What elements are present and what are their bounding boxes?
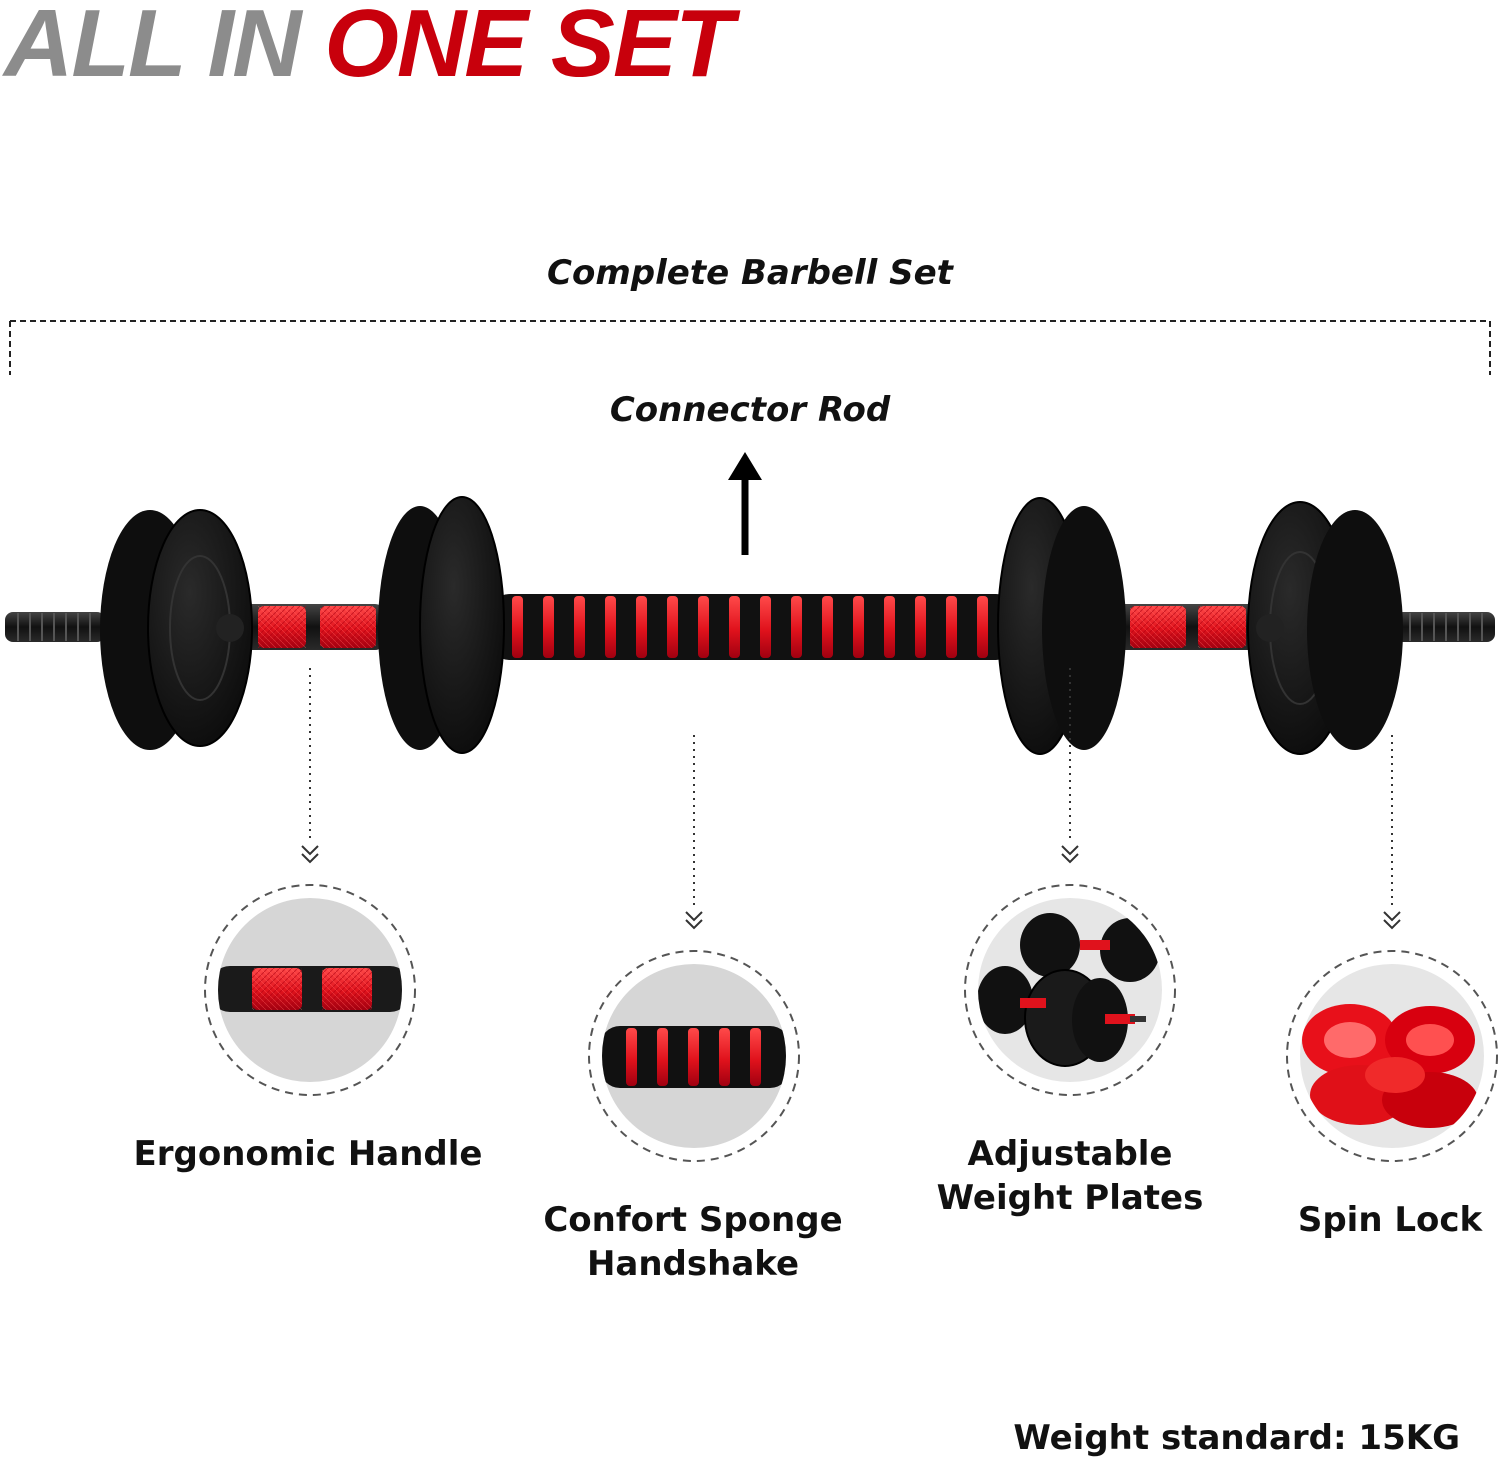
foam-band <box>884 596 895 658</box>
pointer-lines <box>309 668 1393 905</box>
connector-arrow-icon <box>728 452 762 555</box>
feature-label-line1: Confort Sponge <box>543 1200 843 1240</box>
foam-band <box>574 596 585 658</box>
feature-label-line2: Handshake <box>586 1244 800 1284</box>
feature-label-adjustable-plates: Adjustable Weight Plates <box>870 1132 1270 1220</box>
foam-band <box>688 1028 699 1086</box>
feature-label-line1: Ergonomic Handle <box>133 1134 483 1174</box>
foam-band <box>853 596 864 658</box>
headline-part-1: ALL IN <box>4 0 302 97</box>
foam-band <box>605 596 616 658</box>
foam-band <box>719 1028 730 1086</box>
weight-plates-icon <box>964 884 1176 1096</box>
foam-band <box>512 596 523 658</box>
connector-rod-label: Connector Rod <box>609 390 891 430</box>
complete-set-bracket <box>9 320 1491 375</box>
barbell <box>5 496 1495 755</box>
foam-band <box>977 596 988 658</box>
complete-set-label: Complete Barbell Set <box>547 253 953 293</box>
foam-band <box>822 596 833 658</box>
foam-band <box>667 596 678 658</box>
feature-label-spin-lock: Spin Lock <box>1240 1198 1500 1242</box>
headline-part-2: ONE SET <box>324 0 733 97</box>
foam-band <box>657 1028 668 1086</box>
feature-label-ergonomic-handle: Ergonomic Handle <box>108 1132 508 1176</box>
weight-standard-label: Weight standard: 15KG <box>1013 1418 1460 1458</box>
feature-label-line2: Weight Plates <box>936 1178 1204 1218</box>
foam-band <box>791 596 802 658</box>
feature-label-line1: Spin Lock <box>1297 1200 1483 1240</box>
foam-band <box>698 596 709 658</box>
foam-band <box>750 1028 761 1086</box>
foam-band <box>729 596 740 658</box>
foam-band <box>915 596 926 658</box>
foam-band <box>946 596 957 658</box>
feature-label-line1: Adjustable <box>967 1134 1173 1174</box>
sponge-grip-icon <box>588 950 800 1162</box>
ergonomic-handle-icon <box>204 884 416 1096</box>
headline: ALL IN ONE SET <box>4 0 734 92</box>
spin-lock-icon <box>1286 950 1498 1162</box>
foam-band <box>543 596 554 658</box>
foam-band <box>626 1028 637 1086</box>
chevron-down-icon <box>301 845 1401 930</box>
foam-band <box>760 596 771 658</box>
foam-band <box>636 596 647 658</box>
feature-label-sponge-handshake: Confort Sponge Handshake <box>493 1198 893 1286</box>
